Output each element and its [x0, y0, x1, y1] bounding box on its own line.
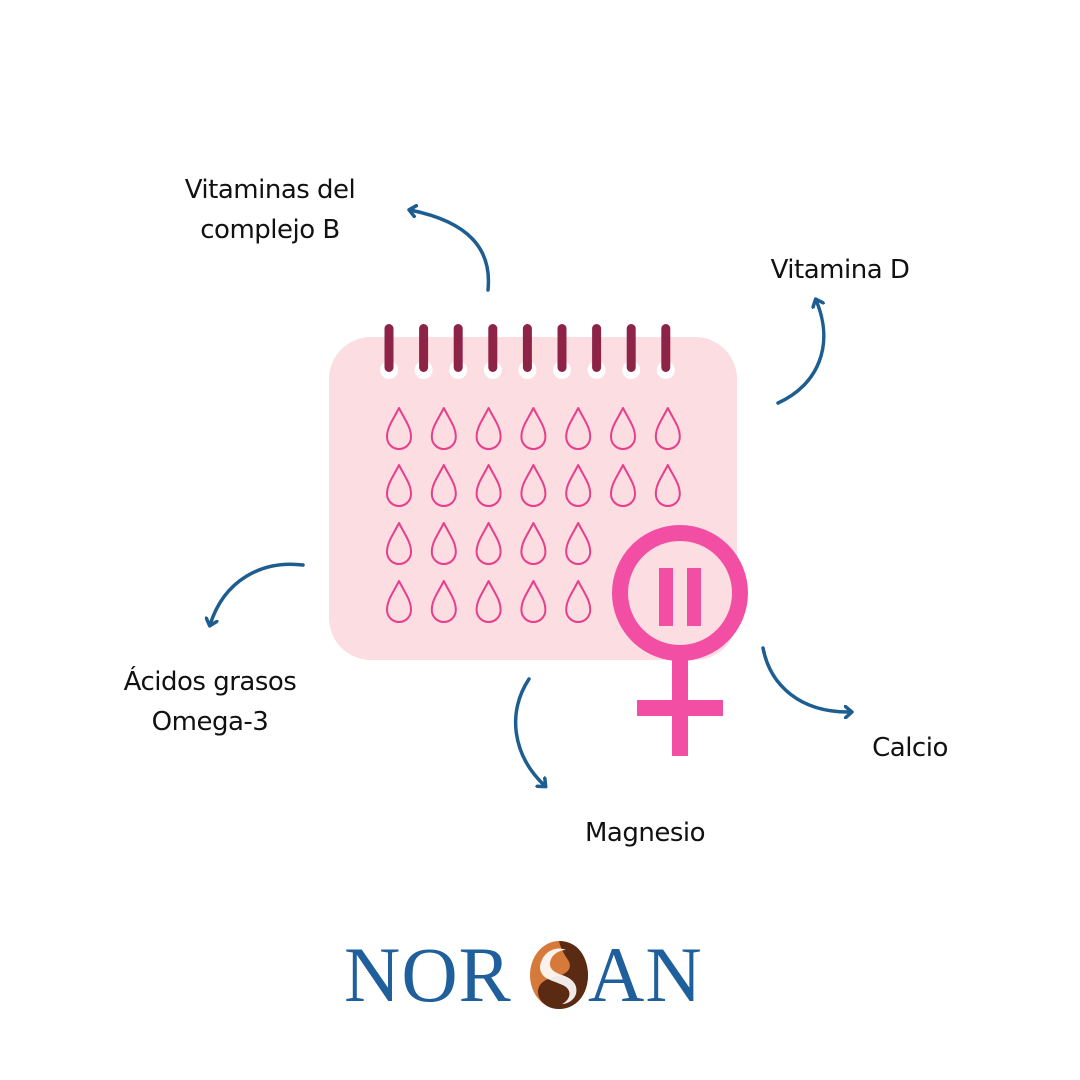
- blood-drop-icon: [386, 522, 412, 565]
- blood-drop-icon: [565, 407, 592, 450]
- calendar-ring: [488, 324, 498, 372]
- arrow-to-vitamin-b: [410, 210, 491, 292]
- calendar-ring: [522, 324, 532, 372]
- blood-drop-icon: [475, 464, 502, 507]
- logo-text-right: AN: [588, 931, 703, 1018]
- label-magnesium: Magnesio: [584, 818, 706, 848]
- arrow-to-magnesium: [513, 677, 545, 786]
- blood-drop-icon: [386, 407, 412, 450]
- calendar-ring: [419, 324, 429, 372]
- label-omega3-line-2: Omega-3: [151, 707, 269, 737]
- blood-drop-icon: [520, 580, 547, 623]
- label-vitamin-d: Vitamina D: [770, 255, 910, 285]
- blood-drop-icon: [610, 464, 636, 507]
- calendar-ring: [453, 324, 463, 372]
- blood-drop-icon: [386, 464, 412, 507]
- blood-drop-icon: [610, 407, 636, 450]
- blood-drop-icon: [475, 522, 502, 565]
- calendar-ring: [557, 324, 567, 372]
- norsan-logo: NOR AN: [340, 930, 740, 1020]
- blood-drop-icon: [520, 522, 547, 565]
- calendar-rings: [380, 324, 675, 379]
- blood-drop-icon: [565, 522, 592, 565]
- arrow-to-omega3: [210, 562, 305, 625]
- label-vitamin-b-line-2: complejo B: [200, 215, 340, 245]
- s-leaf-emblem-icon: [530, 941, 588, 1009]
- blood-drop-icon: [430, 407, 457, 450]
- label-omega3-line-1: Ácidos grasos: [123, 667, 297, 697]
- blood-drop-icon: [475, 580, 502, 623]
- blood-drop-icon: [475, 407, 502, 450]
- drop-grid: [386, 407, 681, 623]
- label-omega3: Ácidos grasos Omega-3: [90, 662, 330, 742]
- blood-drop-icon: [386, 580, 412, 623]
- blood-drop-icon: [430, 522, 457, 565]
- calendar-ring: [661, 324, 671, 372]
- blood-drop-icon: [430, 464, 457, 507]
- arrow-to-calcium: [761, 646, 851, 712]
- arrow-to-vitamin-d: [776, 300, 826, 405]
- blood-drop-icon: [565, 580, 592, 623]
- blood-drop-icon: [565, 464, 592, 507]
- label-calcium: Calcio: [872, 733, 948, 763]
- calendar-ring: [592, 324, 602, 372]
- blood-drop-icon: [520, 464, 547, 507]
- calendar-card: [329, 337, 737, 660]
- calendar-ring: [626, 324, 636, 372]
- calendar-ring: [384, 324, 394, 372]
- blood-drop-icon: [654, 407, 681, 450]
- blood-drop-icon: [654, 464, 681, 507]
- female-pause-icon: [612, 525, 748, 756]
- blood-drop-icon: [430, 580, 457, 623]
- label-vitamin-b: Vitaminas del complejo B: [150, 170, 390, 250]
- blood-drop-icon: [520, 407, 547, 450]
- logo-text-left: NOR: [344, 931, 512, 1018]
- label-vitamin-b-line-1: Vitaminas del: [184, 175, 356, 205]
